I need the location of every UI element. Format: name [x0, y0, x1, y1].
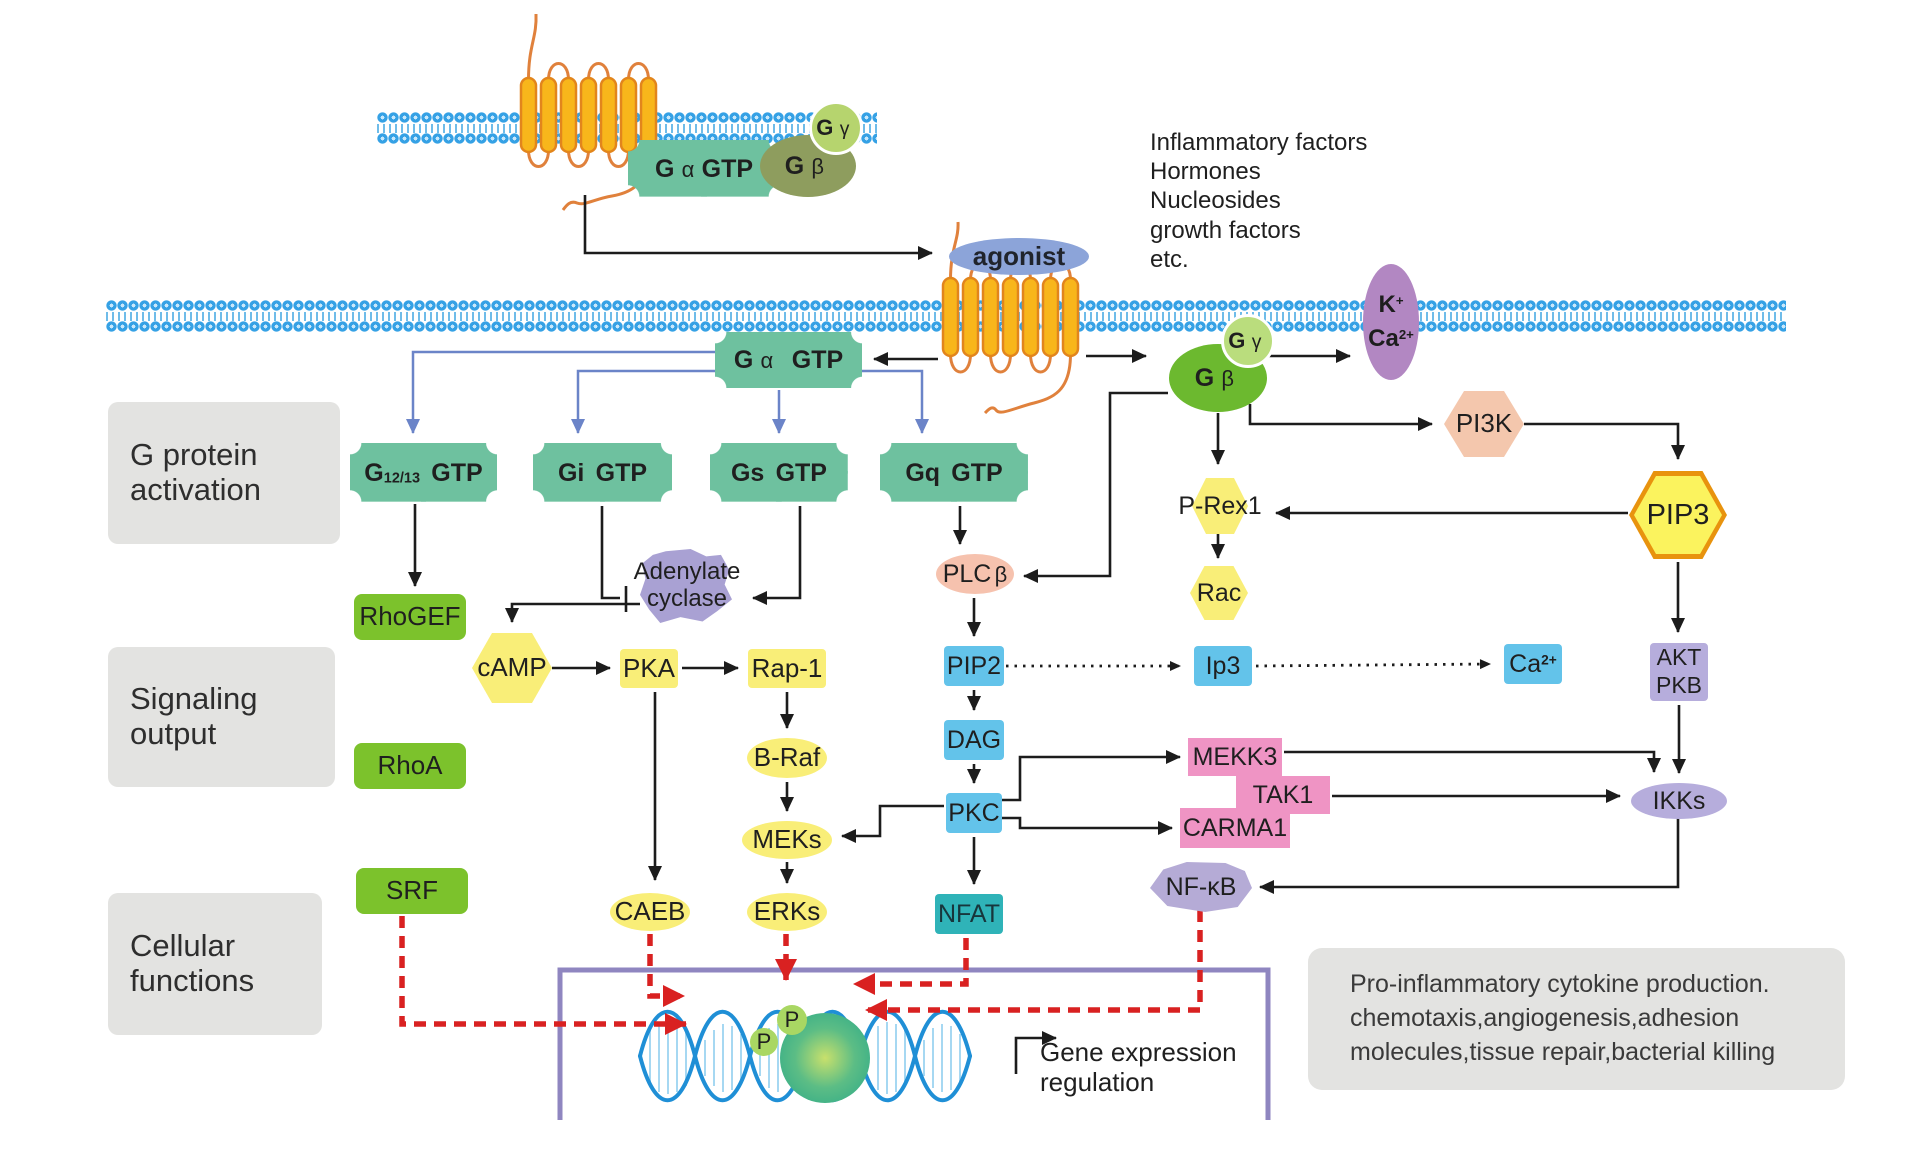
black-arrows: [408, 195, 1686, 1074]
mekk3: MEKK3: [1188, 738, 1282, 776]
nfat: NFAT: [935, 894, 1003, 934]
ca2-box: Ca2+: [1504, 644, 1562, 684]
gpcr-receptor-main: [941, 221, 1080, 415]
pip2: PIP2: [944, 646, 1004, 686]
ion-channel: K+Ca2+: [1363, 264, 1419, 380]
gene-expression-label: Gene expression regulation: [1040, 1037, 1237, 1097]
section-signaling-output: Signaling output: [108, 647, 335, 787]
pkc: PKC: [946, 793, 1002, 833]
dag: DAG: [944, 720, 1004, 760]
ligand-list: Inflammatory factors Hormones Nucleoside…: [1150, 128, 1368, 273]
caeb: CAEB: [610, 893, 690, 931]
nucleus-border: [557, 967, 1271, 1120]
phospho-circle-1: P: [777, 1005, 807, 1035]
rhogef: RhoGEF: [354, 594, 466, 640]
rhoa: RhoA: [354, 743, 466, 789]
pip3: PIP3: [1629, 471, 1727, 559]
adenylate-cyclase-shape: [640, 549, 732, 623]
rap1: Rap-1: [748, 649, 826, 688]
meks: MEKs: [742, 821, 832, 859]
outcomes-box: Pro-inflammatory cytokine production. ch…: [1308, 948, 1845, 1090]
braf: B-Raf: [747, 738, 827, 778]
adenylate-cyclase-label: Adenylate cyclase: [633, 558, 741, 612]
erks: ERKs: [747, 893, 827, 931]
gpcr-receptor-top: [519, 13, 658, 211]
akt-pkb: AKT PKB: [1650, 643, 1708, 701]
section-cellular-functions: Cellular functions: [108, 893, 322, 1035]
pka: PKA: [620, 649, 678, 688]
ikks: IKKs: [1631, 783, 1727, 819]
nfkb: NF-κB: [1150, 862, 1252, 912]
transcription-factor: [780, 1013, 870, 1103]
carma1: CARMA1: [1180, 808, 1290, 848]
section-g-protein-activation: G protein activation: [108, 402, 340, 544]
ip3: Ip3: [1194, 646, 1252, 686]
tak1: TAK1: [1236, 776, 1330, 814]
pi3k: PI3K: [1444, 391, 1524, 457]
phospho-circle-2: P: [750, 1028, 778, 1056]
blue-arrows: [406, 350, 929, 434]
agonist: agonist: [949, 238, 1089, 275]
p-rex1: P-Rex1: [1160, 478, 1280, 534]
red-dashed-arrows: [399, 910, 1203, 1035]
dotted-arrows: [1006, 659, 1491, 671]
srf: SRF: [356, 868, 468, 914]
